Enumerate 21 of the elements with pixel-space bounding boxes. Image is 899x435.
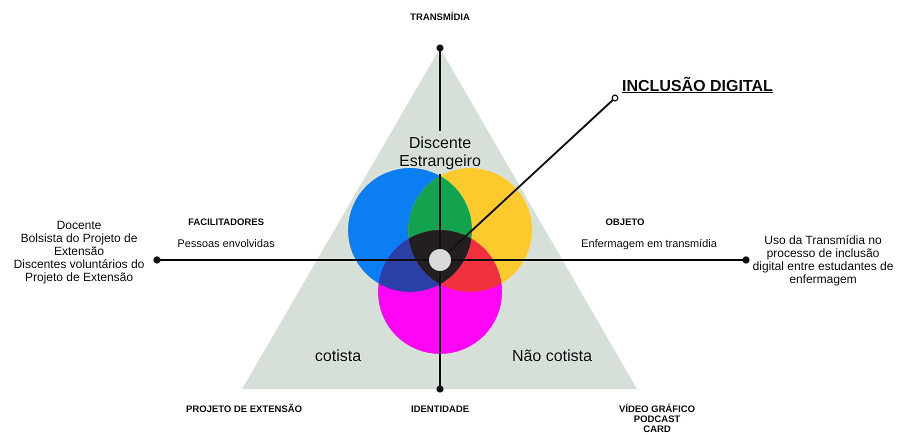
media-item-label: PODCAST [634,415,680,425]
leader-line [447,94,618,254]
category-label: cotista [314,348,362,366]
object-description: Uso da Transmídia no processo de inclusão digital entre estudantes de enfermagem [750,234,896,286]
axis-title: IDENTIDADE [410,405,470,415]
connector-line [153,256,429,264]
media-item-label: CARD [643,425,671,435]
list-item-text: Discentes voluntários do Projeto de Extensão [12,258,146,284]
section-title: OBJETO [606,218,644,228]
list-item-text: Docente [56,219,102,232]
section-subtitle: Pessoas envolvidas [177,238,275,250]
heading-label: INCLUSÃO DIGITAL [622,78,773,96]
section-title: FACILITADORES [188,218,264,228]
category-label: Discente Estrangeiro [398,135,482,171]
connector-line [451,256,750,264]
list-item-text: Bolsista do Projeto de Extensão [20,232,138,258]
category-label: Não cotista [512,348,592,366]
media-item-label: VÍDEO GRÁFICO [618,405,695,415]
axis-title: PROJETO DE EXTENSÃO [186,405,302,415]
section-subtitle: Enfermagem em transmídia [581,238,717,250]
axis-title: TRANSMÍDIA [410,13,470,23]
